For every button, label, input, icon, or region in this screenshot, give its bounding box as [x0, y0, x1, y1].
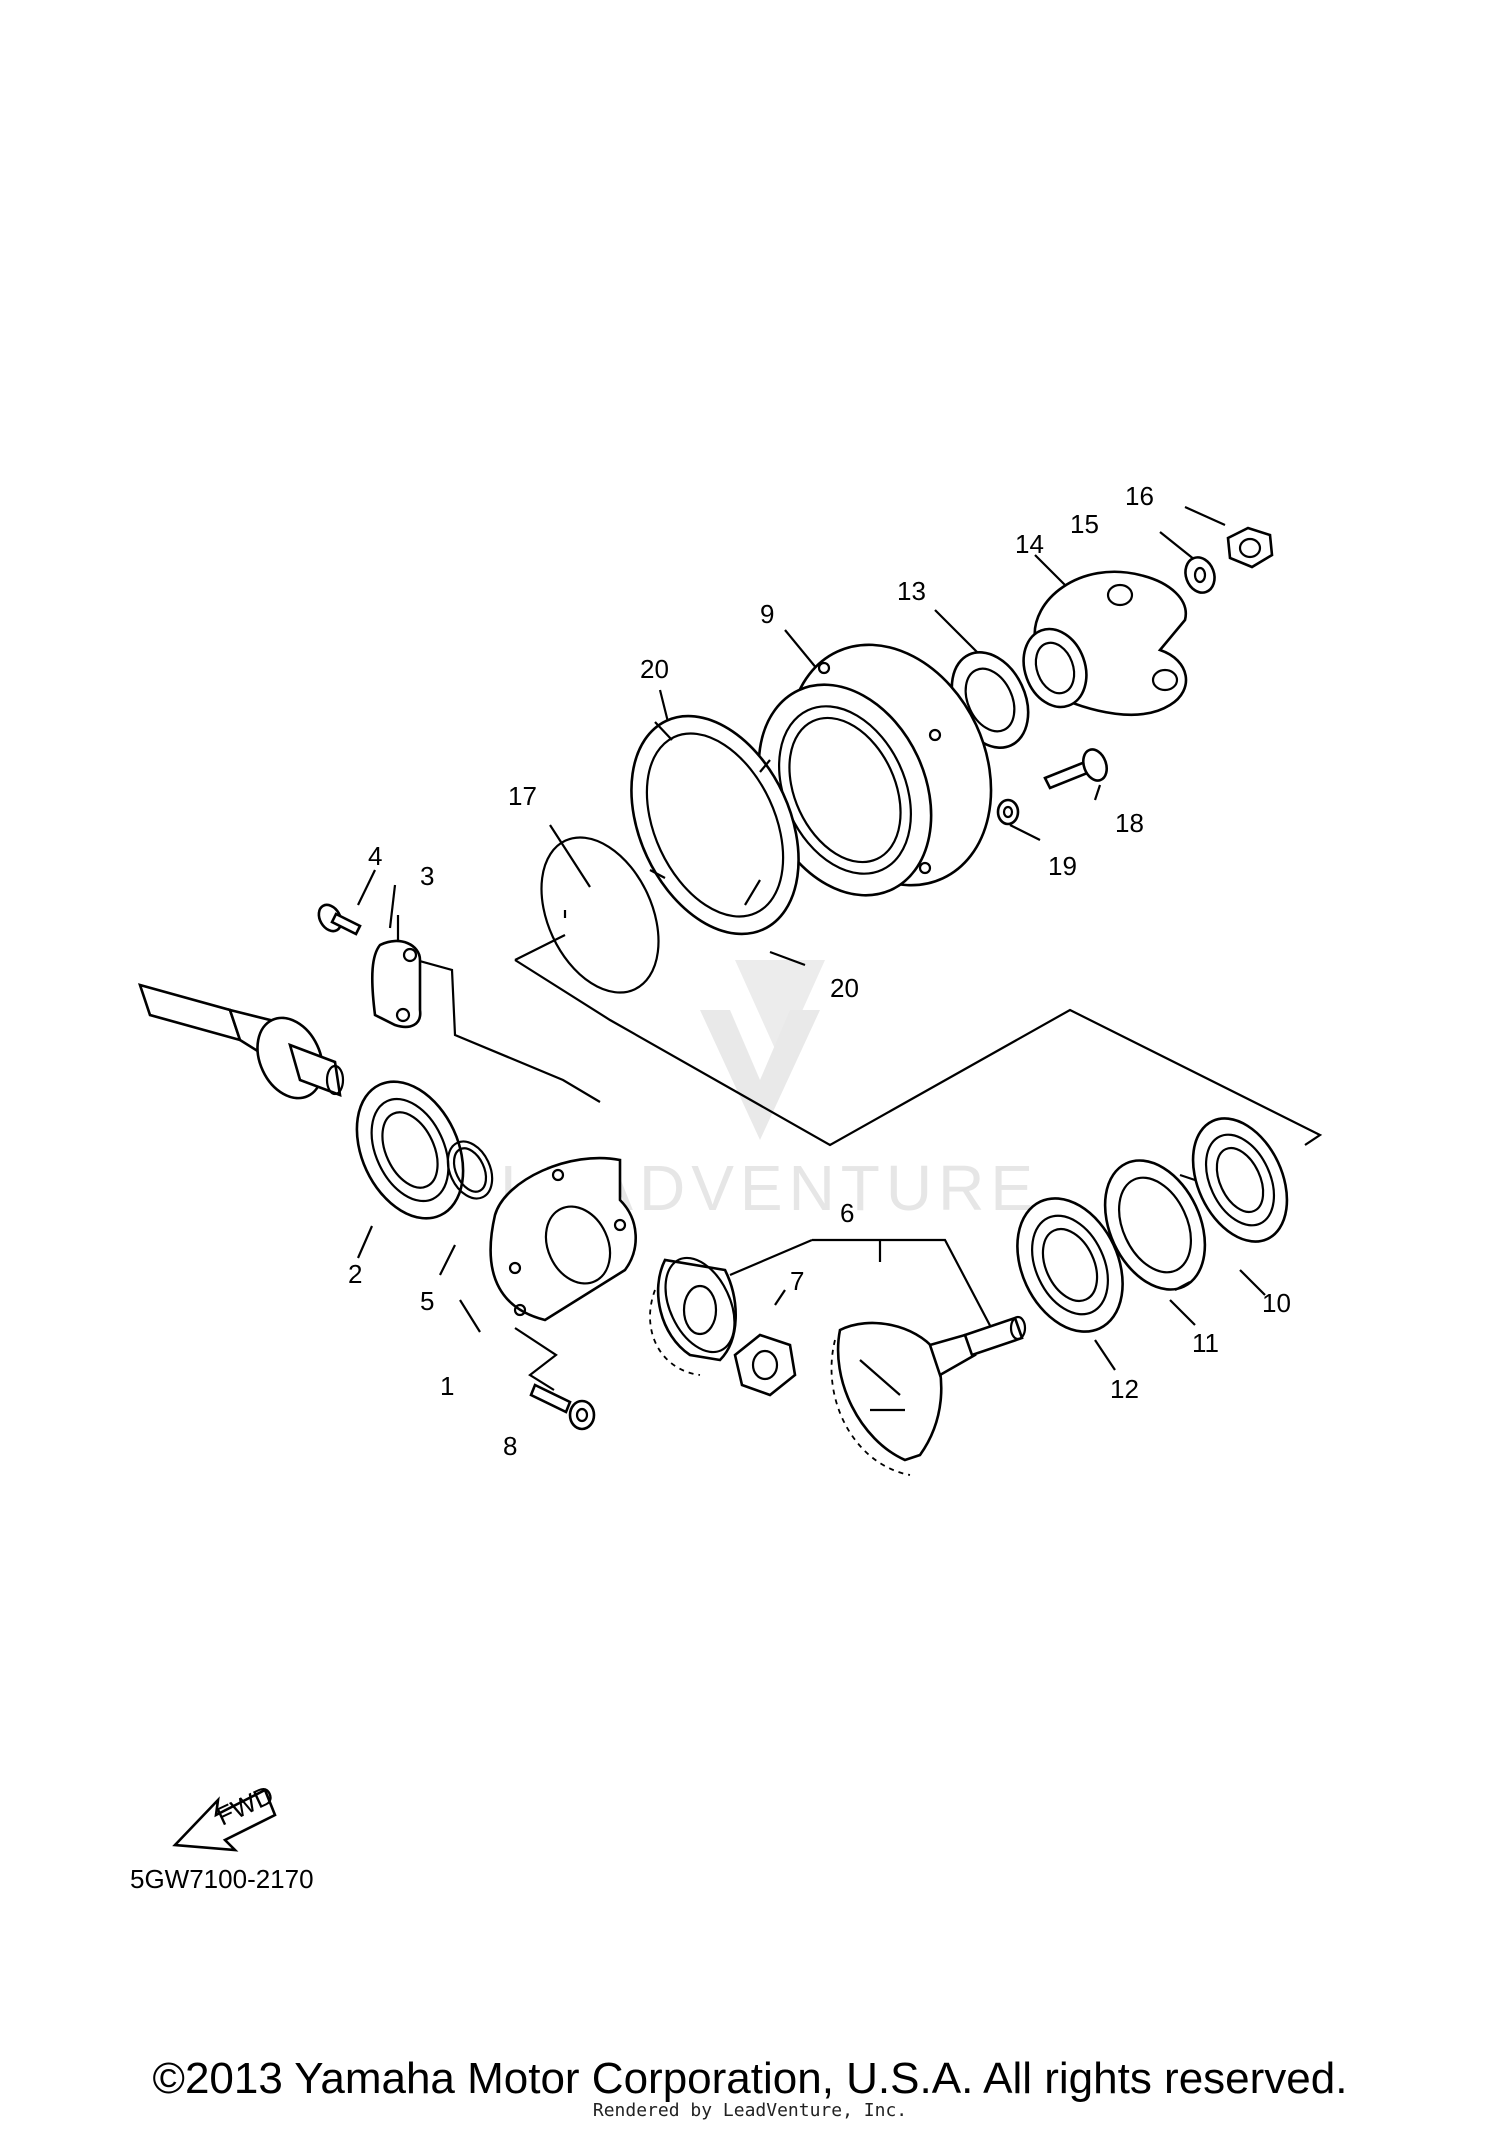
part-7-nut[interactable]	[733, 1333, 797, 1397]
rendered-by-notice: Rendered by LeadVenture, Inc.	[592, 2100, 908, 2121]
callout-3: 3	[420, 861, 434, 891]
callout-20-top: 20	[640, 654, 669, 684]
copyright-notice: ©2013 Yamaha Motor Corporation, U.S.A. A…	[152, 2054, 1348, 2103]
part-19-washer[interactable]	[996, 798, 1020, 826]
callout-20-bottom: 20	[830, 973, 859, 1003]
part-10-bearing[interactable]	[1174, 1103, 1305, 1256]
callout-16: 16	[1125, 481, 1154, 511]
callout-4: 4	[368, 841, 382, 871]
part-11-retainer[interactable]	[1085, 1144, 1224, 1305]
part-1-retainer[interactable]	[489, 1156, 637, 1322]
part-18-bolt[interactable]	[1043, 746, 1111, 790]
callout-2: 2	[348, 1259, 362, 1289]
part-4-screw[interactable]	[314, 901, 362, 936]
part-6-ring-gear[interactable]	[649, 1247, 748, 1376]
part-8-bolt[interactable]	[529, 1383, 596, 1431]
callout-1: 1	[440, 1371, 454, 1401]
part-17-o-ring[interactable]	[518, 819, 682, 1012]
part-3-stopper[interactable]	[370, 939, 422, 1029]
callout-10: 10	[1262, 1288, 1291, 1318]
callout-9: 9	[760, 599, 774, 629]
part-16-nut[interactable]	[1226, 526, 1274, 569]
part-code: 5GW7100-2170	[130, 1864, 314, 1894]
part-15-washer[interactable]	[1181, 553, 1220, 596]
fwd-arrow-icon: FWD	[172, 1779, 278, 1852]
callout-18: 18	[1115, 808, 1144, 838]
part-14-yoke[interactable]	[1013, 570, 1188, 716]
callout-17: 17	[508, 781, 537, 811]
callout-13: 13	[897, 576, 926, 606]
part-5-shim[interactable]	[439, 1134, 501, 1205]
callout-12: 12	[1110, 1374, 1139, 1404]
callout-15: 15	[1070, 509, 1099, 539]
part-2-bearing[interactable]	[336, 1064, 484, 1235]
callout-11: 11	[1192, 1328, 1219, 1358]
callout-numbers: 1 2 3 4 5 6 7 8 9 10 11 12 13 14 15 16 1…	[348, 481, 1291, 1461]
callout-14: 14	[1015, 529, 1044, 559]
part-6-pinion-gear[interactable]	[830, 1315, 1027, 1476]
part-12-bearing[interactable]	[997, 1181, 1143, 1348]
part-9-housing[interactable]	[726, 612, 1029, 924]
drive-shaft[interactable]	[137, 983, 345, 1109]
callout-6: 6	[840, 1198, 854, 1228]
part-20-shim[interactable]	[598, 689, 831, 961]
callout-19: 19	[1048, 851, 1077, 881]
callout-7: 7	[790, 1266, 804, 1296]
callout-8: 8	[503, 1431, 517, 1461]
callout-5: 5	[420, 1286, 434, 1316]
